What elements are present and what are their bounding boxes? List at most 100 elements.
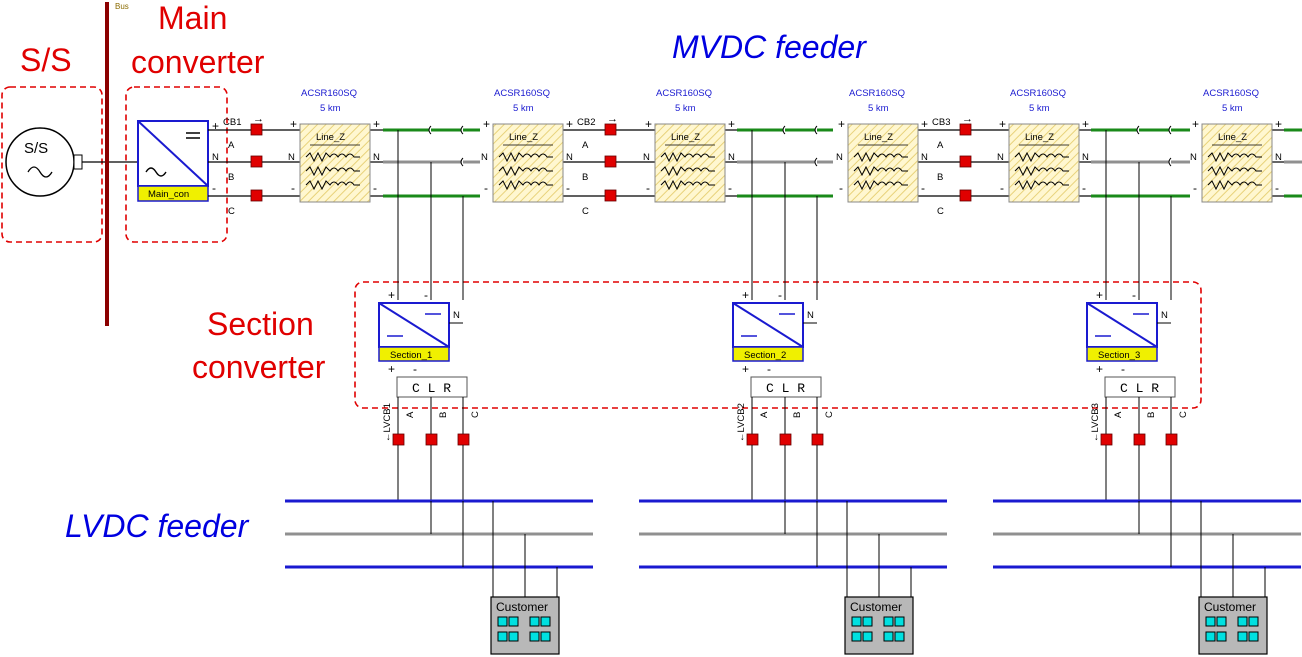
line-pin-n-left: N [1190, 152, 1197, 163]
window-icon [529, 631, 540, 642]
window-icon [1248, 616, 1259, 627]
breaker-arrow-icon: → [253, 113, 264, 125]
clr-label: C L R [412, 381, 451, 396]
section-pin-plus-bottom: + [388, 362, 395, 376]
line-pin-minus-left: - [646, 181, 650, 195]
lv-breaker-switch[interactable] [425, 433, 438, 446]
main-converter-name: Main_con [148, 189, 189, 200]
source-terminal [73, 154, 83, 170]
wire-crossing-hop [814, 125, 818, 135]
resistor-inductor-icon [305, 179, 360, 191]
bus-label: Bus [115, 2, 129, 11]
breaker-group-cb3[interactable]: CB3→ABC [932, 113, 973, 217]
breaker-arrow-icon: → [607, 113, 618, 125]
section-converter-tag [378, 346, 450, 362]
ss-source-icon [5, 127, 75, 197]
line-pin-n-right: N [566, 152, 573, 163]
section-converter-title-line2: converter [192, 349, 326, 385]
breaker-name: CB2 [577, 117, 595, 128]
line-pin-n-left: N [288, 152, 295, 163]
customer-label: Customer [496, 600, 548, 614]
breaker-switch[interactable] [959, 155, 972, 168]
lv-phase-label: A [405, 411, 416, 418]
line-pin-minus-left: - [1000, 181, 1004, 195]
lv-breaker-switch[interactable] [1133, 433, 1146, 446]
wire-crossing-hop [460, 125, 464, 135]
lv-phase-label: C [824, 411, 835, 418]
breaker-group-cb1[interactable]: CB1→ABC [223, 113, 264, 217]
lv-breaker-switch[interactable] [1100, 433, 1113, 446]
window-icon [1237, 631, 1248, 642]
breaker-switch[interactable] [604, 123, 617, 136]
lv-breaker-switch[interactable] [392, 433, 405, 446]
section-pin-plus-top: + [742, 288, 749, 302]
breaker-switch[interactable] [250, 123, 263, 136]
resistor-inductor-icon [305, 151, 360, 163]
resistor-inductor-icon [305, 165, 360, 177]
window-icon [894, 631, 905, 642]
line-pin-plus-right: + [1275, 117, 1282, 131]
breaker-switch[interactable] [604, 189, 617, 202]
line-pin-plus-left: + [645, 117, 652, 131]
main-converter[interactable]: Main_con [137, 120, 209, 202]
window-icon [529, 616, 540, 627]
line-pin-plus-right: + [921, 117, 928, 131]
ac-symbol-icon [145, 167, 167, 177]
breaker-switch[interactable] [959, 123, 972, 136]
window-icon [851, 616, 862, 627]
line-length-label: 5 km [1222, 103, 1243, 114]
line-impedance-body [654, 123, 726, 203]
line-impedance-name: Line_Z [509, 132, 538, 143]
window-icon [883, 631, 894, 642]
breaker-switch[interactable] [604, 155, 617, 168]
breaker-name: CB3 [932, 117, 950, 128]
resistor-inductor-icon [853, 151, 908, 163]
clr-block [396, 376, 468, 398]
section-converter-title-line1: Section [207, 306, 314, 342]
lv-breaker-switch[interactable] [1165, 433, 1178, 446]
ss-highlight-box [1, 86, 103, 243]
breaker-switch[interactable] [250, 155, 263, 168]
customer-building[interactable]: Customer [1198, 596, 1268, 655]
resistor-inductor-icon [1014, 179, 1069, 191]
breaker-phase-label: A [228, 140, 235, 151]
line-pin-plus-right: + [728, 117, 735, 131]
customer-label: Customer [1204, 600, 1256, 614]
lv-breaker-switch[interactable] [746, 433, 759, 446]
breaker-phase-label: C [228, 206, 235, 217]
main-converter-pin-minus: - [212, 181, 216, 195]
resistor-inductor-icon [498, 179, 553, 191]
section-converter-diagonal [1086, 302, 1158, 348]
resistor-inductor-icon [1207, 179, 1262, 191]
window-icon [1216, 616, 1227, 627]
resistor-inductor-icon [498, 151, 553, 163]
lv-breaker-switch[interactable] [457, 433, 470, 446]
resistor-inductor-icon [660, 151, 715, 163]
section-converter-diagonal [732, 302, 804, 348]
section-pin-minus-top: - [778, 288, 782, 302]
breaker-group-cb2[interactable]: CB2→ABC [577, 113, 618, 217]
breaker-switch[interactable] [250, 189, 263, 202]
line-pin-plus-right: + [566, 117, 573, 131]
section-converter-name: Section_2 [744, 350, 786, 361]
customer-building[interactable]: Customer [844, 596, 914, 655]
clr-block [1104, 376, 1176, 398]
line-pin-minus-left: - [1193, 181, 1197, 195]
line-impedance-name: Line_Z [1218, 132, 1247, 143]
breaker-switch[interactable] [959, 189, 972, 202]
customer-building[interactable]: Customer [490, 596, 560, 655]
section-pin-n: N [807, 310, 814, 321]
resistor-inductor-icon [853, 179, 908, 191]
window-icon [497, 631, 508, 642]
lv-breaker-switch[interactable] [811, 433, 824, 446]
lv-breaker-switch[interactable] [779, 433, 792, 446]
